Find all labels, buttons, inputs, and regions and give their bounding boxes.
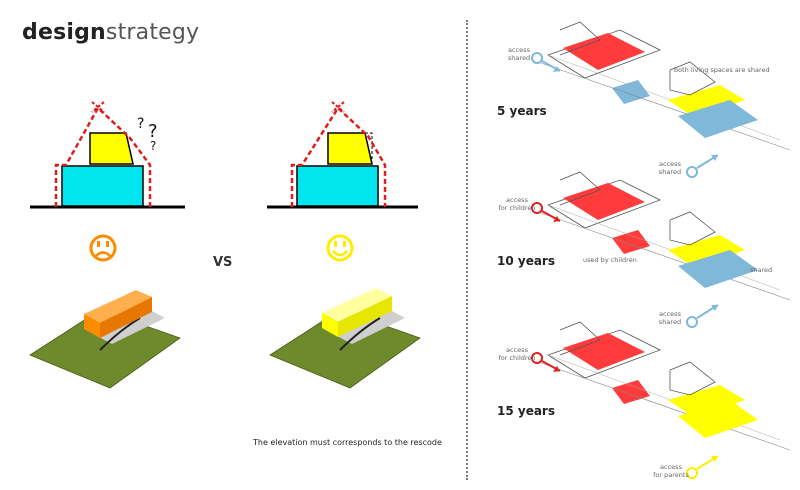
- stage-years-15: 15 years: [497, 404, 555, 418]
- envelope-peak-left: [91, 101, 105, 113]
- yellow-volume-right: [327, 132, 373, 165]
- cyan-volume-right: [296, 165, 379, 207]
- stage-5-access-bottom: access shared: [650, 160, 690, 176]
- stage-10-used-by: used by children: [583, 256, 637, 264]
- page-title: designstrategy: [22, 20, 199, 45]
- access-shared-top-marker: [531, 52, 543, 64]
- vs-label: VS: [213, 255, 233, 270]
- label-line: shared: [658, 168, 682, 176]
- happy-face-icon: [326, 234, 354, 262]
- stage-5-access-top: access shared: [500, 46, 538, 62]
- question-mark-1: ?: [137, 116, 144, 132]
- stage-10-access-top: access for children: [494, 196, 540, 212]
- stage-years-10: 10 years: [497, 254, 555, 268]
- question-mark-3: ?: [150, 139, 156, 153]
- question-mark-2: ?: [148, 121, 158, 142]
- massing-bad: [29, 290, 181, 389]
- access-children-top-marker: [531, 202, 543, 214]
- label-line: shared: [507, 54, 531, 62]
- access-children-top-marker-2: [531, 352, 543, 364]
- rescode-envelope-left: [54, 105, 152, 207]
- elevation-good: [267, 101, 418, 209]
- stage-years-5: 5 years: [497, 104, 547, 118]
- access-shared-bottom-marker-2: [686, 316, 698, 328]
- stage-10-access-bottom: access shared: [650, 310, 690, 326]
- access-parents-bottom-marker: [686, 467, 698, 479]
- label-line: access: [659, 160, 681, 168]
- title-light: strategy: [105, 20, 200, 45]
- stage-10-years-diagram: [531, 171, 791, 328]
- label-line: access: [508, 46, 530, 54]
- label-line: access: [659, 310, 681, 318]
- label-line: for parents: [653, 471, 689, 479]
- stage-5-years-diagram: [531, 21, 791, 178]
- elevation-bad: [30, 101, 185, 209]
- label-line: access: [506, 196, 528, 204]
- label-line: access: [660, 463, 682, 471]
- stage-15-access-top: access for children: [494, 346, 540, 362]
- sad-face-icon: [89, 234, 117, 262]
- title-bold: design: [22, 20, 106, 45]
- envelope-peak-right: [331, 101, 345, 113]
- rescode-note: The elevation must corresponds to the re…: [253, 438, 442, 447]
- stage-15-years-diagram: [531, 321, 791, 479]
- cyan-volume-left: [61, 165, 144, 207]
- label-line: shared: [658, 318, 682, 326]
- label-line: access: [506, 346, 528, 354]
- rescode-envelope-right: [290, 106, 387, 207]
- yellow-volume-left: [89, 132, 134, 165]
- stage-10-shared-note: shared: [750, 266, 773, 274]
- stage-15-access-bottom: access for parents: [648, 463, 694, 479]
- massing-good: [269, 288, 421, 389]
- stage-5-shared-note: both living spaces are shared: [674, 66, 770, 74]
- section-divider: [466, 20, 468, 480]
- label-line: for children: [498, 204, 536, 212]
- access-shared-bottom-marker: [686, 166, 698, 178]
- label-line: for children: [498, 354, 536, 362]
